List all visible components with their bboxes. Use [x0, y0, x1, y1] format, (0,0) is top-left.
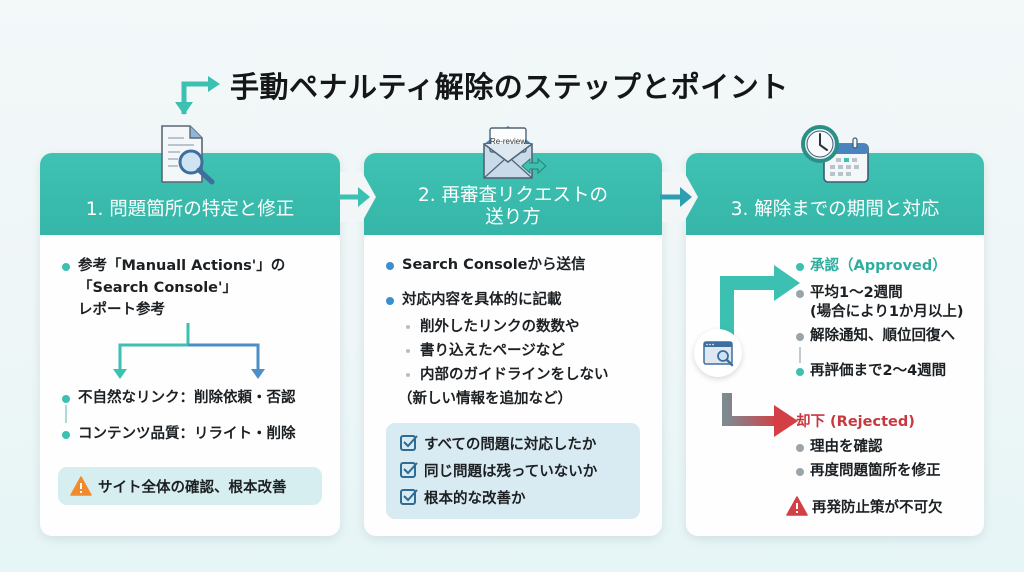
- checklist-item-3: 根本的な改善か: [424, 491, 526, 507]
- checkbox-checked-icon: [400, 435, 418, 451]
- branch-arrow-icon: [113, 323, 265, 379]
- checkbox-checked-icon: [400, 489, 418, 505]
- rejected-item-1: 理由を確認: [810, 439, 883, 455]
- bullet-dot: [796, 263, 804, 271]
- bullet-dot: [386, 297, 394, 305]
- bullet-dot: [796, 290, 804, 298]
- bullet-dot: [796, 444, 804, 452]
- step-1-item-3: コンテンツ品質：リライト・削除: [78, 426, 296, 442]
- step-2-heading-line-2: 送り方: [485, 207, 541, 228]
- step-2-subitem-1: 削外したリンクの数数や: [420, 319, 580, 335]
- bullet-dot: [62, 395, 70, 403]
- checkbox-checked-icon: [400, 462, 418, 478]
- approved-item-2: 解除通知、順位回復へ: [810, 328, 955, 344]
- step-1-item-1-line-3: レポート参考: [78, 302, 165, 318]
- step-card-2: 2. 再審査リクエストの 送り方 Search Consoleから送信 対応内容…: [364, 153, 662, 536]
- approved-label: 承認（Approved）: [810, 258, 947, 274]
- step-card-3: 3. 解除までの期間と対応 承認（Approved） 平均1〜2週間 (場合によ…: [686, 153, 984, 536]
- step-2-note: （新しい情報を追加など）: [398, 391, 572, 407]
- corner-arrow-icon: [175, 76, 220, 115]
- approved-item-1-line-2: (場合により1か月以上): [810, 304, 964, 320]
- step-2-subitem-3: 内部のガイドラインをしない: [420, 367, 609, 383]
- step-1-item-1-line-2: 「Search Console'」: [78, 280, 237, 296]
- bullet-dot: [796, 333, 804, 341]
- envelope-label: Re-review: [490, 137, 526, 146]
- bullet-dot: [62, 263, 70, 271]
- step-2-subitem-2: 書り込えたページなど: [420, 343, 565, 359]
- browser-search-badge: [694, 329, 742, 377]
- checklist-item-1: すべての問題に対応したか: [424, 437, 597, 453]
- sub-bullet-dot: [406, 349, 410, 353]
- step-1-warning-text: サイト全体の確認、根本改善: [98, 480, 287, 496]
- step-connector-arrow-icon: [660, 172, 698, 222]
- bullet-dot: [796, 368, 804, 376]
- step-1-heading: 1. 問題箇所の特定と修正: [85, 199, 295, 220]
- page-title: 手動ペナルティ解除のステップとポイント: [230, 70, 789, 104]
- checklist-item-2: 同じ問題は残っていないか: [424, 464, 598, 480]
- clock-calendar-icon: [801, 125, 869, 183]
- step-1-item-2: 不自然なリンク：削除依頼・否認: [78, 390, 296, 406]
- bullet-dot: [62, 431, 70, 439]
- timeline-line: [799, 347, 801, 363]
- warning-icon: [70, 476, 92, 496]
- step-2-item-1: Search Consoleから送信: [402, 257, 586, 273]
- bullet-dot: [796, 468, 804, 476]
- bullet-dot: [386, 262, 394, 270]
- step-2-item-2: 対応内容を具体的に記載: [402, 292, 562, 308]
- sub-bullet-dot: [406, 325, 410, 329]
- step-2-checklist: すべての問題に対応したか 同じ問題は残っていないか 根本的な改善か: [386, 423, 640, 519]
- step-3-heading: 3. 解除までの期間と対応: [730, 199, 940, 220]
- browser-search-icon: [703, 341, 734, 367]
- timeline-line: [65, 405, 67, 423]
- step-3-warning-text: 再発防止策が不可欠: [812, 500, 943, 516]
- step-2-heading-line-1: 2. 再審査リクエストの: [417, 185, 609, 206]
- approved-item-3: 再評価まで2〜4週間: [810, 363, 947, 379]
- step-card-1: 1. 問題箇所の特定と修正 参考「Manuall Actions'」の 「Sea…: [40, 153, 340, 536]
- approved-item-1-line-1: 平均1〜2週間: [810, 285, 903, 301]
- decision-arrows-icon: [720, 265, 800, 437]
- step-connector-arrow-icon: [338, 172, 376, 222]
- rejected-item-2: 再度問題箇所を修正: [810, 463, 941, 479]
- warning-icon: [786, 496, 808, 516]
- rejected-label: 却下 (Rejected): [796, 414, 915, 430]
- document-search-icon: [161, 125, 215, 185]
- step-1-warning-box: サイト全体の確認、根本改善: [58, 467, 322, 505]
- sub-bullet-dot: [406, 373, 410, 377]
- envelope-icon: Re-review: [483, 126, 547, 179]
- step-1-item-1-line-1: 参考「Manuall Actions'」の: [78, 258, 286, 274]
